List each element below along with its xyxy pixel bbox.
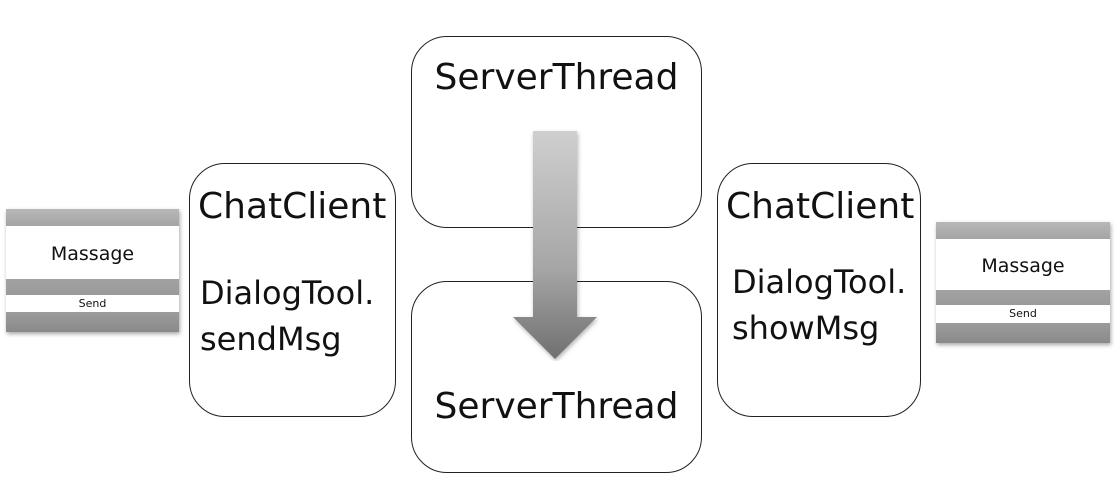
chat-client-box-left: ChatClient DialogTool. sendMsg	[189, 163, 396, 417]
client-method: DialogTool. showMsg	[732, 259, 906, 351]
method-line-1: DialogTool.	[200, 274, 375, 312]
client-title: ChatClient	[726, 186, 915, 227]
dialog-window-right: Massage Send	[936, 222, 1110, 343]
client-title: ChatClient	[198, 186, 387, 227]
dialog-title-bar	[6, 209, 179, 226]
dialog-separator	[936, 290, 1110, 305]
send-button[interactable]: Send	[936, 305, 1110, 322]
dialog-footer-bar	[6, 312, 179, 332]
chat-client-box-right: ChatClient DialogTool. showMsg	[717, 163, 921, 417]
dialog-footer-bar	[936, 323, 1110, 343]
message-text: Massage	[50, 243, 135, 265]
down-arrow-icon	[513, 131, 597, 359]
dialog-title-bar	[936, 222, 1110, 239]
method-line-1: DialogTool.	[732, 263, 907, 301]
server-title: ServerThread	[434, 57, 679, 98]
dialog-window-left: Massage Send	[6, 209, 179, 332]
dialog-separator	[6, 279, 179, 295]
server-title: ServerThread	[434, 386, 679, 427]
message-text: Massage	[981, 255, 1065, 277]
send-button[interactable]: Send	[6, 295, 179, 312]
method-line-2: showMsg	[732, 309, 880, 347]
client-method: DialogTool. sendMsg	[200, 270, 374, 362]
method-line-2: sendMsg	[200, 320, 342, 358]
